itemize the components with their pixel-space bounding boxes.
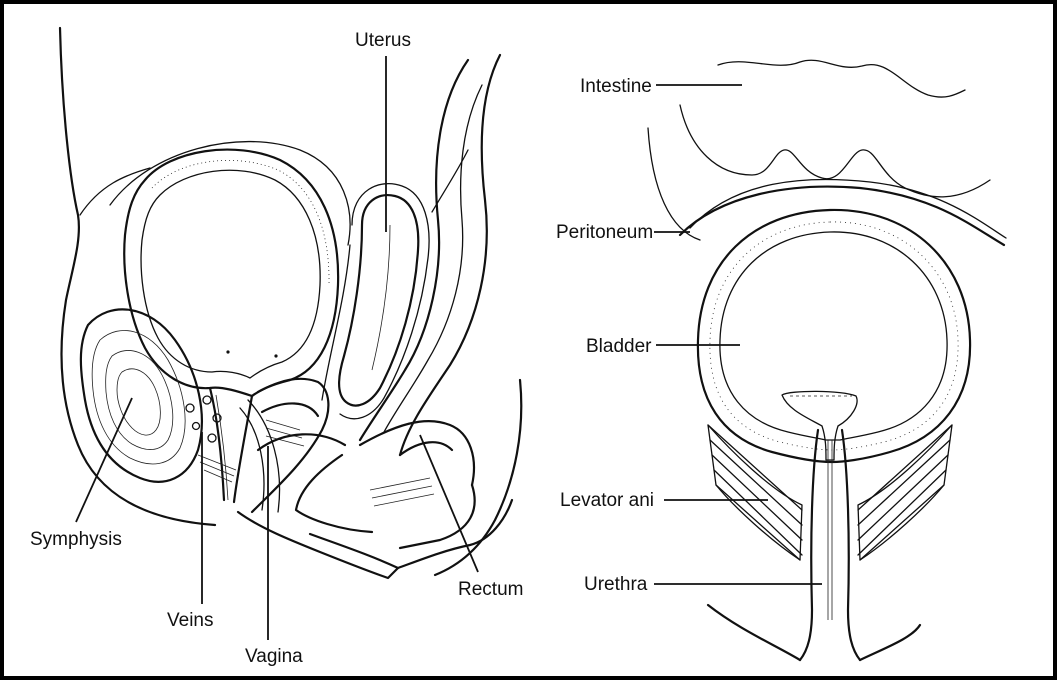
bladder-mark-2 (274, 354, 277, 357)
recto-uterine-pouch (322, 150, 468, 400)
vagina-posterior-wall (258, 403, 345, 450)
urethra-coronal-right (842, 430, 860, 660)
bladder-outer-wall (124, 150, 338, 396)
label-veins: Veins (167, 610, 213, 631)
vaginal-canal (240, 400, 280, 512)
coronal-bladder-diagram (648, 60, 1006, 660)
peritoneum-sagittal (110, 142, 350, 245)
bladder-wall-hatch (152, 160, 329, 285)
peritoneal-fold-anterior (80, 168, 150, 215)
rectum-outer-back (400, 55, 500, 455)
label-rectum: Rectum (458, 579, 523, 600)
label-levator-ani: Levator ani (560, 490, 654, 511)
symphysis-ring-3 (117, 369, 160, 435)
levator-ani-right (858, 425, 952, 560)
label-urethra: Urethra (584, 574, 648, 595)
intestine-loop-middle (680, 105, 990, 197)
rectum-hatch (370, 478, 434, 506)
urethra-sagittal (210, 388, 252, 502)
bladder-muscle-layer (710, 222, 958, 450)
label-uterus: Uterus (355, 30, 411, 51)
uterus-cavity (372, 225, 390, 370)
symphysis-outer (81, 309, 202, 481)
abdominal-wall-outline (60, 28, 215, 525)
perineum-coronal-right (860, 625, 920, 660)
label-bladder: Bladder (586, 336, 652, 357)
label-intestine: Intestine (580, 76, 652, 97)
bladder-outer-coronal (698, 210, 970, 462)
urethra-lumen (828, 440, 832, 620)
labels-right: Intestine Peritoneum Bladder Levator ani… (556, 76, 822, 595)
intestine-loop-top (718, 60, 965, 97)
uterus-body (339, 195, 418, 405)
rectum-canal (360, 421, 474, 485)
label-vagina: Vagina (245, 646, 303, 667)
label-peritoneum: Peritoneum (556, 222, 653, 243)
bladder-lumen-sagittal (141, 170, 320, 378)
perineum-coronal-left (708, 605, 800, 660)
symphysis-ring-1 (92, 330, 185, 464)
bladder-trigone (782, 391, 857, 460)
bladder-mark-1 (226, 350, 229, 353)
urethra-coronal-left (800, 430, 818, 660)
label-symphysis: Symphysis (30, 529, 122, 550)
sagittal-pelvis-diagram (60, 28, 521, 578)
posterior-body-outline (435, 380, 521, 575)
perineal-hatch (198, 420, 304, 482)
labels-left: Uterus Symphysis Veins Vagina Rectum (30, 30, 523, 667)
bladder-lumen-coronal (720, 232, 947, 440)
